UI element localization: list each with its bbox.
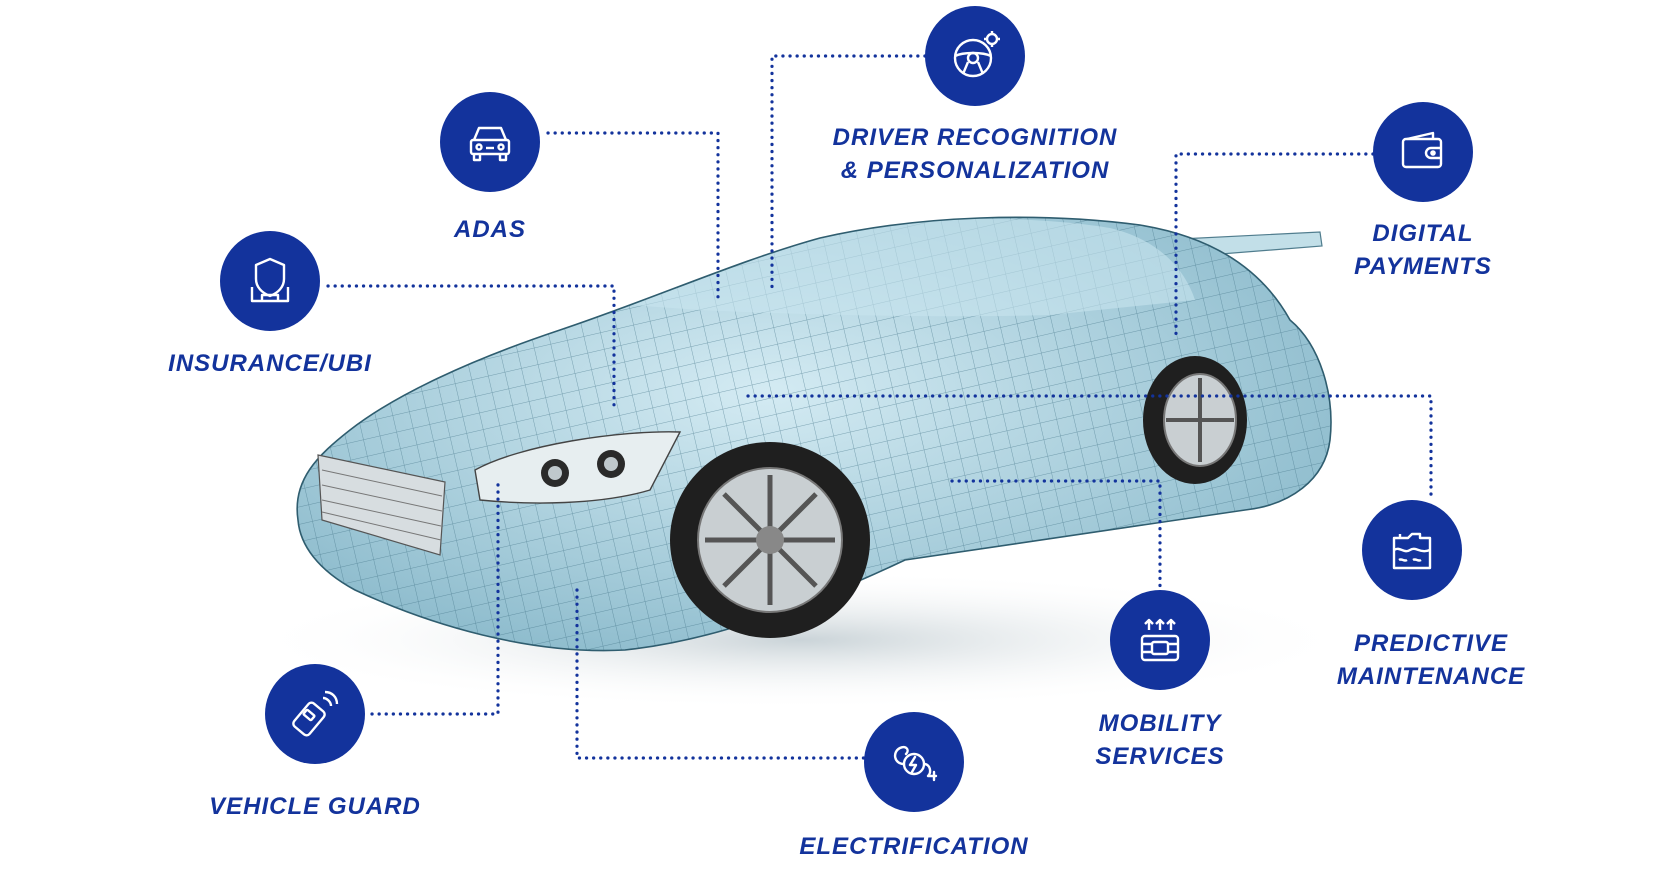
connector-insurance [326, 284, 616, 412]
adas-label: ADAS [453, 216, 527, 243]
connector-driver-recognition [770, 54, 927, 292]
car-outline [296, 216, 1332, 652]
digital-payments-badge [1373, 102, 1473, 202]
electrification-label: ELECTRIFICATION [799, 833, 1029, 860]
key-fob-icon [292, 690, 339, 737]
mobility-services-label: MOBILITY SERVICES [1095, 710, 1225, 770]
battery-chip-icon [1140, 618, 1180, 662]
steering-wheel-gear-icon [953, 31, 1000, 78]
connector-mobility [950, 479, 1162, 592]
car-grille [317, 454, 446, 556]
vehicle-guard-badge [265, 664, 365, 764]
digital-payments-label: DIGITAL PAYMENTS [1354, 220, 1492, 280]
connector-digital-payments [1174, 152, 1375, 342]
charging-plug-icon [893, 745, 938, 782]
connector-adas [546, 131, 720, 302]
connector-vehicle-guard [370, 478, 500, 716]
shield-icon [250, 257, 290, 303]
adas-badge [440, 92, 540, 192]
car-front-wheel [670, 442, 870, 638]
vehicle-guard-label: VEHICLE GUARD [209, 793, 421, 820]
driver-recognition-label: DRIVER RECOGNITION & PERSONALIZATION [832, 124, 1118, 184]
car-front-icon [469, 126, 511, 162]
predictive-maintenance-badge [1362, 500, 1462, 600]
wallet-icon [1401, 131, 1443, 169]
electrification-badge [864, 712, 964, 812]
predictive-maintenance-label: PREDICTIVE MAINTENANCE [1336, 630, 1526, 690]
insurance-badge [220, 231, 320, 331]
connector-electrification [575, 588, 872, 760]
mobility-services-badge [1110, 590, 1210, 690]
driver-recognition-badge [925, 6, 1025, 106]
insurance-label: INSURANCE/UBI [168, 350, 372, 377]
fluid-canister-icon [1392, 532, 1432, 570]
connector-predictive-maintenance [746, 394, 1433, 497]
car-headlight [474, 431, 682, 504]
